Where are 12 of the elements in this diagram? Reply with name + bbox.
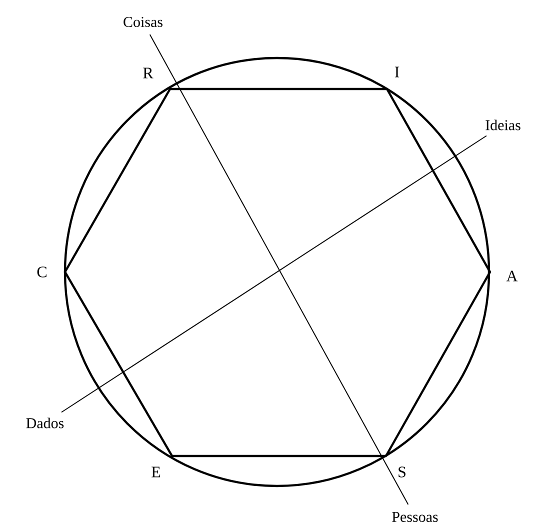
axis-line bbox=[60, 135, 487, 413]
axis-line bbox=[149, 34, 409, 506]
vertex-letter: C bbox=[37, 266, 46, 278]
vertex-letter: S bbox=[398, 466, 406, 478]
axis-label: Ideias bbox=[486, 120, 520, 130]
vertex-letter: A bbox=[506, 270, 518, 282]
axis-label: Coisas bbox=[124, 16, 162, 28]
vertex-letter: R bbox=[143, 68, 154, 78]
vertex-letter: I bbox=[394, 66, 400, 78]
axis-label: Pessoas bbox=[392, 512, 438, 522]
axis-label: Dados bbox=[26, 418, 64, 428]
vertex-letter: E bbox=[152, 466, 160, 478]
